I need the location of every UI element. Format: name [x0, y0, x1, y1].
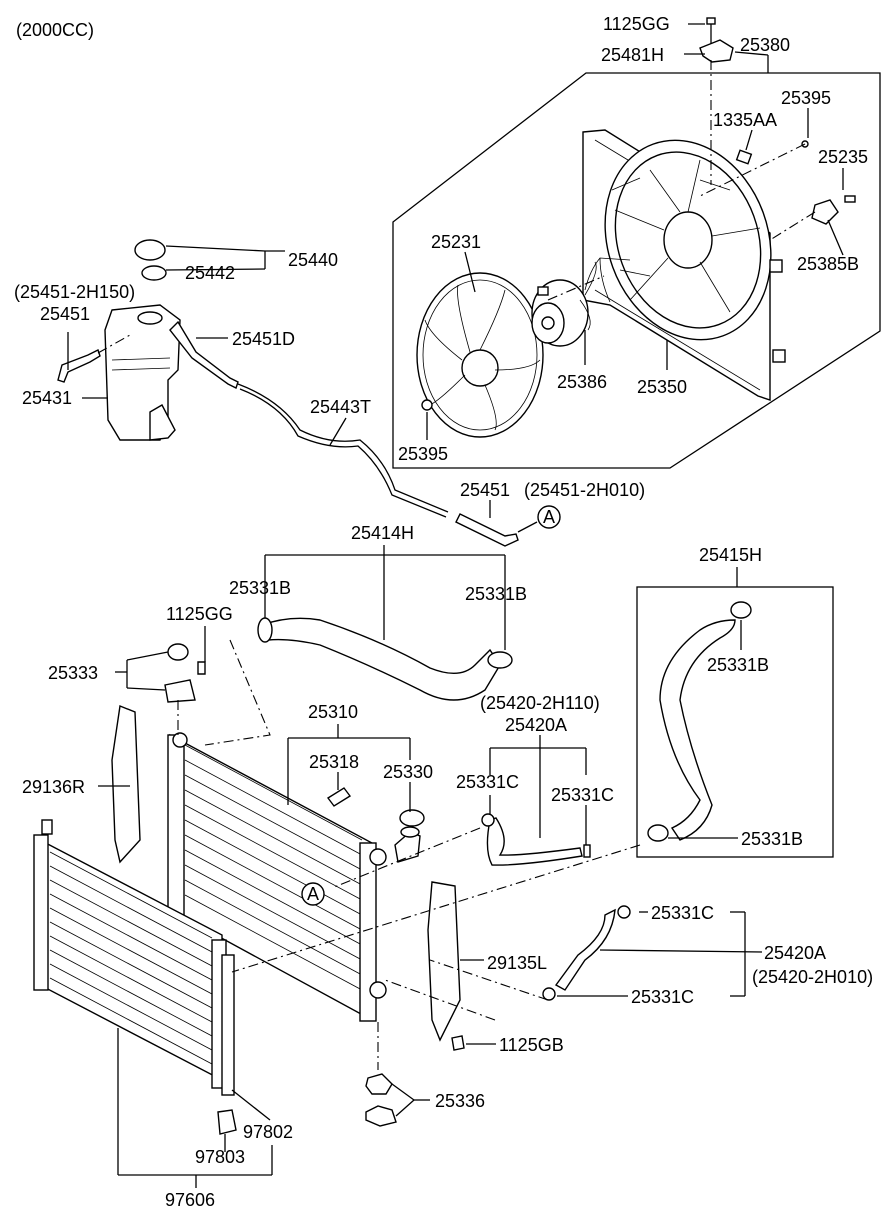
- label-25310: 25310: [308, 702, 358, 722]
- air-guard-left: [427, 881, 461, 1042]
- label-25420A-top: 25420A: [505, 715, 567, 735]
- label-25451D: 25451D: [232, 329, 295, 349]
- lower-hose-group: [636, 586, 834, 858]
- label-25380: 25380: [740, 35, 790, 55]
- label-97606: 97606: [165, 1190, 215, 1210]
- label-25414H: 25414H: [351, 523, 414, 543]
- bolt-1125GB: [451, 1035, 465, 1051]
- label-25318: 25318: [309, 752, 359, 772]
- reservoir-hose: [57, 349, 101, 383]
- label-25451-alt: (25451-2H150): [14, 282, 135, 302]
- heater-hose-lower: [554, 908, 616, 991]
- fan-shroud: [582, 129, 786, 401]
- radiator: [167, 732, 425, 1022]
- label-25231: 25231: [431, 232, 481, 252]
- label-25331C-3: 25331C: [651, 903, 714, 923]
- label-25331B-2: 25331B: [465, 584, 527, 604]
- label-25331B-4: 25331B: [741, 829, 803, 849]
- mount-bolt: [197, 661, 206, 675]
- lower-hose-clamp-bottom: [647, 824, 669, 842]
- label-1125GG-mid: 1125GG: [166, 604, 233, 624]
- label-25481H: 25481H: [601, 45, 664, 65]
- label-25331C-4: 25331C: [631, 987, 694, 1007]
- label-25451-a: 25451: [40, 304, 90, 324]
- label-25331B-1: 25331B: [229, 578, 291, 598]
- label-ref-a-mid: A: [307, 884, 319, 904]
- cap-seal: [141, 265, 167, 281]
- label-1125GB: 1125GB: [499, 1035, 564, 1055]
- mount-insulator-upper: [167, 643, 189, 661]
- label-25395-top: 25395: [781, 88, 831, 108]
- label-25330: 25330: [383, 762, 433, 782]
- overflow-hose: [237, 383, 449, 513]
- label-25420A-bot: 25420A: [764, 943, 826, 963]
- condenser-insulator: [217, 1109, 237, 1135]
- fan-motor: [531, 261, 597, 347]
- lower-hose: [659, 619, 736, 841]
- label-25235: 25235: [818, 147, 868, 167]
- upper-hose-group: [257, 617, 513, 701]
- upper-hose: [261, 617, 501, 701]
- label-ref-a-top: A: [543, 507, 555, 527]
- reservoir-cap: [134, 239, 166, 261]
- label-25431: 25431: [22, 388, 72, 408]
- label-25443T: 25443T: [310, 397, 371, 417]
- fan-assembly-box: [392, 72, 881, 469]
- ref-a-circle-top: [537, 505, 561, 529]
- label-25420-alt-top: (25420-2H110): [480, 693, 600, 713]
- label-25385B: 25385B: [797, 254, 859, 274]
- lower-insulator: [365, 1073, 393, 1095]
- label-25451-b-alt: (25451-2H010): [524, 480, 645, 500]
- lower-insulator-2: [365, 1105, 397, 1127]
- label-25336: 25336: [435, 1091, 485, 1111]
- label-25386: 25386: [557, 372, 607, 392]
- label-25395-bot: 25395: [398, 444, 448, 464]
- heater-hose-upper: [486, 817, 583, 866]
- label-25420-alt-bot: (25420-2H010): [752, 967, 873, 987]
- leader-lines: [67, 23, 844, 1188]
- lower-hose-box: [636, 586, 834, 858]
- label-97802: 97802: [243, 1122, 293, 1142]
- top-bolt-bracket: [699, 17, 856, 241]
- label-25331C-1: 25331C: [456, 772, 519, 792]
- mount-bracket: [164, 679, 196, 703]
- label-25415H: 25415H: [699, 545, 762, 565]
- overflow-pipe: [169, 320, 239, 389]
- condenser: [33, 819, 235, 1096]
- label-25350: 25350: [637, 377, 687, 397]
- label-25440: 25440: [288, 250, 338, 270]
- fan-assembly-group: [392, 17, 881, 469]
- air-guard-right: [111, 705, 141, 864]
- reservoir-group: [57, 239, 519, 547]
- label-25451-b: 25451: [460, 480, 510, 500]
- upper-hose-clamp-left: [257, 617, 273, 643]
- fan-blade: [416, 272, 544, 438]
- label-25442: 25442: [185, 263, 235, 283]
- label-29136R: 29136R: [22, 777, 85, 797]
- label-25331B-3: 25331B: [707, 655, 769, 675]
- label-1335AA: 1335AA: [713, 110, 777, 130]
- label-97803: 97803: [195, 1147, 245, 1167]
- label-29135L: 29135L: [487, 953, 547, 973]
- label-25333: 25333: [48, 663, 98, 683]
- ref-a-circle-mid: [301, 882, 325, 906]
- label-25331C-2: 25331C: [551, 785, 614, 805]
- lower-hose-clamp-top: [730, 601, 752, 619]
- label-1125GG-top: 1125GG: [603, 14, 670, 34]
- engine-label: (2000CC): [16, 20, 94, 40]
- upper-hose-clamp-right: [487, 651, 513, 669]
